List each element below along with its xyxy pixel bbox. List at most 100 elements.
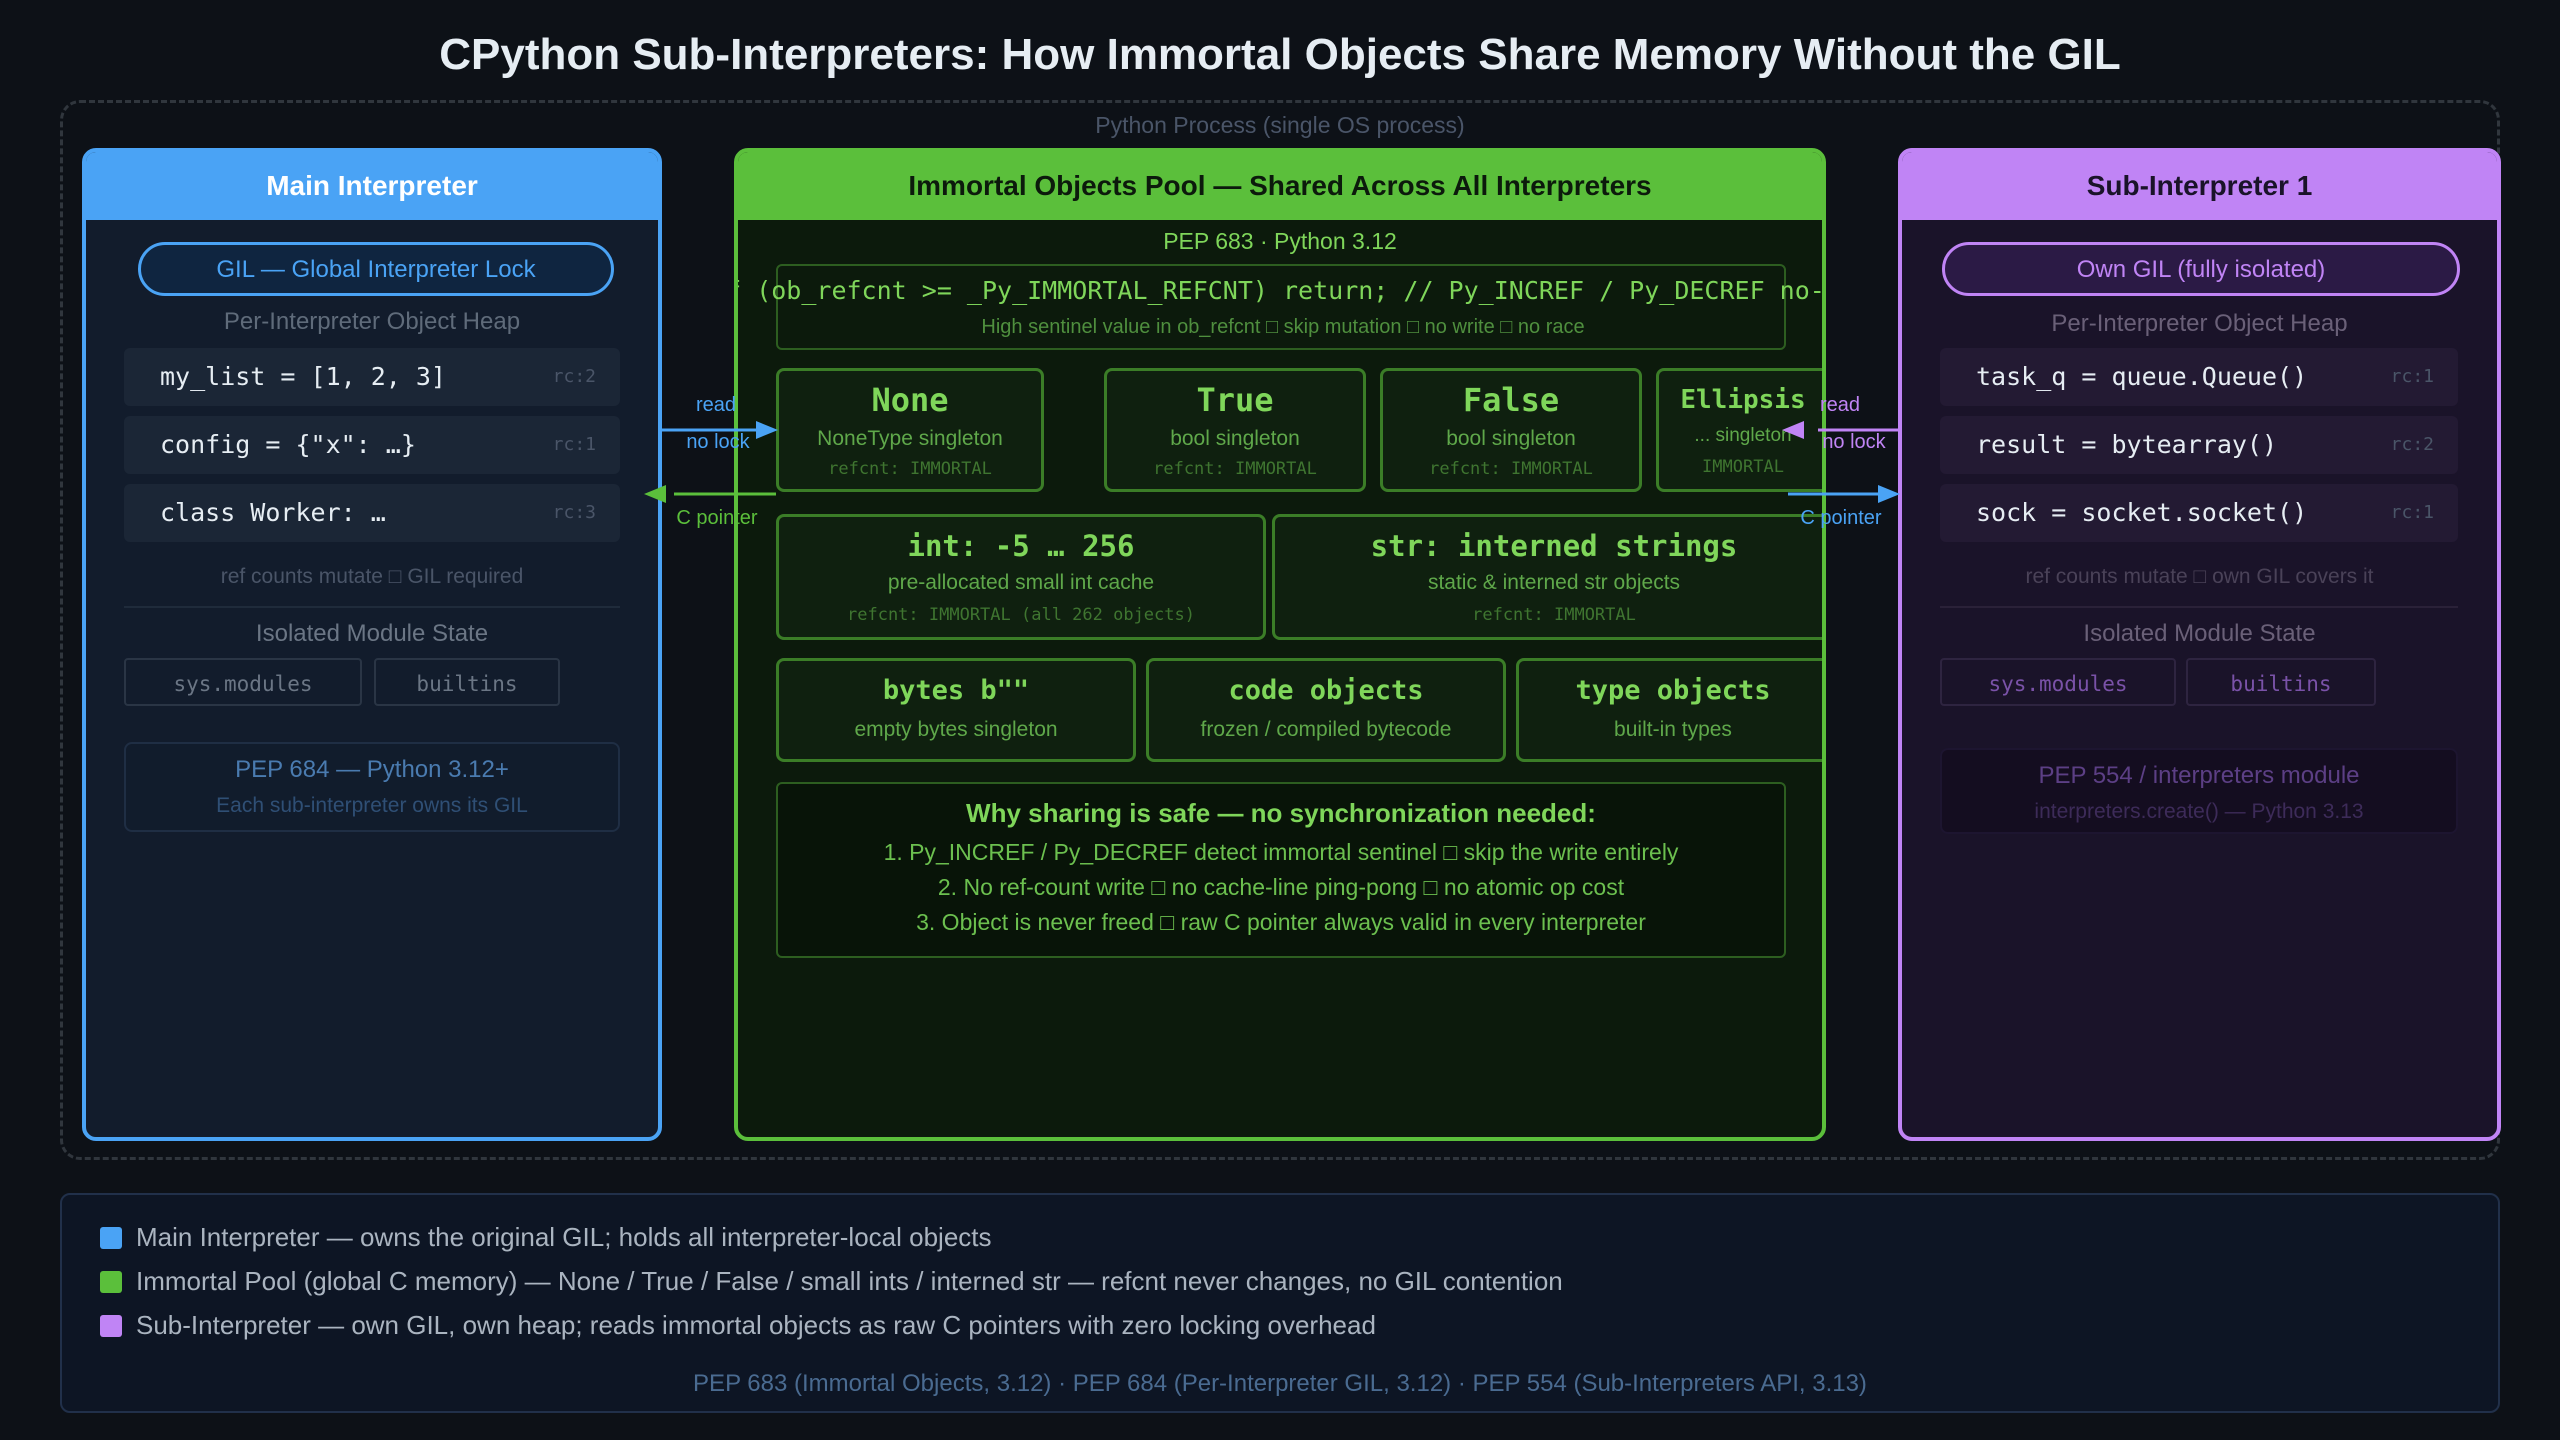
legend-text: Immortal Pool (global C memory) — None /…	[136, 1266, 1563, 1296]
right-pointer-arrowhead	[1878, 485, 1900, 503]
pool-pep-label: PEP 683 · Python 3.12	[1163, 228, 1397, 254]
main-pep-box: PEP 684 — Python 3.12+ Each sub-interpre…	[124, 742, 620, 832]
refcount-badge: rc:2	[2390, 434, 2434, 455]
right-read-arrowhead	[1782, 421, 1804, 439]
main-refcount-note: ref counts mutate □ GIL required	[220, 565, 524, 588]
sub-interpreter-panel: Sub-Interpreter 1 Own GIL (fully isolate…	[1898, 148, 2501, 1141]
sub-heap-label: Per-Interpreter Object Heap	[2051, 310, 2348, 337]
legend-swatch	[100, 1271, 122, 1293]
object-desc: ... singleton	[1694, 425, 1792, 446]
legend-swatch	[100, 1227, 122, 1249]
object-refcnt: IMMORTAL	[1702, 457, 1784, 477]
object-desc: bool singleton	[1446, 427, 1576, 450]
object-refcnt: refcnt: IMMORTAL	[1153, 459, 1317, 479]
main-module-builtins: builtins	[374, 658, 560, 706]
object-desc: NoneType singleton	[817, 427, 1003, 450]
right-read-label: read	[1819, 394, 1861, 416]
object-code: my_list = [1, 2, 3]	[160, 362, 446, 391]
why-safe-title: Why sharing is safe — no synchronization…	[966, 798, 1596, 828]
footer-references: PEP 683 (Immortal Objects, 3.12) · PEP 6…	[693, 1370, 1867, 1397]
sub-heap-object: result = bytearray() rc:2	[1940, 416, 2458, 474]
immortal-object-card: type objects built-in types	[1516, 658, 1822, 762]
refcount-badge: rc:2	[552, 366, 596, 387]
left-pointer-arrowhead	[644, 485, 666, 503]
main-module-state-label: Isolated Module State	[255, 620, 489, 647]
legend-item-sub: Sub-Interpreter — own GIL, own heap; rea…	[100, 1310, 1376, 1341]
sub-gil-pill: Own GIL (fully isolated)	[1942, 242, 2460, 296]
object-code: result = bytearray()	[1976, 430, 2278, 459]
why-safe-item: 3. Object is never freed □ raw C pointer…	[916, 909, 1646, 935]
sentinel-check-box: if (ob_refcnt >= _Py_IMMORTAL_REFCNT) re…	[738, 264, 1822, 350]
left-read-arrowhead	[756, 421, 778, 439]
immortal-pool-header: Immortal Objects Pool — Shared Across Al…	[738, 152, 1822, 220]
why-safe-item: 1. Py_INCREF / Py_DECREF detect immortal…	[883, 839, 1679, 865]
object-code: sock = socket.socket()	[1976, 498, 2308, 527]
sub-pep-desc: interpreters.create() — Python 3.13	[2034, 800, 2364, 823]
object-title: True	[1196, 381, 1274, 419]
object-desc: static & interned str objects	[1427, 571, 1681, 594]
sub-heap-object: task_q = queue.Queue() rc:1	[1940, 348, 2458, 406]
right-pointer-label: C pointer	[1800, 507, 1882, 529]
object-title: int: -5 … 256	[907, 529, 1135, 563]
main-heap-object: config = {"x": …} rc:1	[124, 416, 620, 474]
object-desc: empty bytes singleton	[854, 718, 1058, 741]
object-desc: frozen / compiled bytecode	[1200, 718, 1452, 741]
object-title: Ellipsis	[1680, 385, 1806, 415]
sentinel-code: if (ob_refcnt >= _Py_IMMORTAL_REFCNT) re…	[734, 276, 1826, 305]
object-code: class Worker: …	[160, 498, 386, 527]
object-title: None	[871, 381, 949, 419]
legend-item-pool: Immortal Pool (global C memory) — None /…	[100, 1266, 1563, 1297]
immortal-object-card: None NoneType singleton refcnt: IMMORTAL	[776, 368, 1044, 492]
legend-text: Sub-Interpreter — own GIL, own heap; rea…	[136, 1310, 1376, 1340]
immortal-object-card: True bool singleton refcnt: IMMORTAL	[1104, 368, 1366, 492]
main-module-sys-modules: sys.modules	[124, 658, 362, 706]
main-gil-pill: GIL — Global Interpreter Lock	[138, 242, 614, 296]
immortal-object-card: bytes b"" empty bytes singleton	[776, 658, 1136, 762]
object-desc: pre-allocated small int cache	[887, 571, 1155, 594]
main-heap-object: my_list = [1, 2, 3] rc:2	[124, 348, 620, 406]
why-safe-box: Why sharing is safe — no synchronization…	[776, 782, 1786, 958]
sub-pep-box: PEP 554 / interpreters module interprete…	[1940, 748, 2458, 834]
sub-interpreter-header: Sub-Interpreter 1	[1902, 152, 2497, 220]
object-refcnt: refcnt: IMMORTAL	[1429, 459, 1593, 479]
refcount-badge: rc:1	[2390, 502, 2434, 523]
object-code: config = {"x": …}	[160, 430, 416, 459]
main-pep-desc: Each sub-interpreter owns its GIL	[216, 794, 528, 817]
right-nolock-label: no lock	[1822, 431, 1886, 453]
object-title: code objects	[1228, 675, 1424, 706]
refcount-badge: rc:1	[552, 434, 596, 455]
process-label: Python Process (single OS process)	[1095, 112, 1465, 138]
sub-module-builtins: builtins	[2186, 658, 2376, 706]
object-title: False	[1462, 381, 1560, 419]
sub-refcount-note: ref counts mutate □ own GIL covers it	[2025, 565, 2374, 588]
object-refcnt: refcnt: IMMORTAL	[828, 459, 992, 479]
object-desc: built-in types	[1614, 718, 1732, 741]
object-title: bytes b""	[882, 675, 1030, 706]
divider	[124, 606, 620, 608]
sentinel-desc: High sentinel value in ob_refcnt □ skip …	[981, 316, 1585, 338]
immortal-object-card: code objects frozen / compiled bytecode	[1146, 658, 1506, 762]
main-heap-label: Per-Interpreter Object Heap	[223, 308, 521, 335]
legend-panel	[60, 1193, 2500, 1413]
diagram-title: CPython Sub-Interpreters: How Immortal O…	[439, 30, 2121, 79]
object-desc: bool singleton	[1170, 427, 1300, 450]
sub-heap-object: sock = socket.socket() rc:1	[1940, 484, 2458, 542]
main-interpreter-panel: Main Interpreter GIL — Global Interprete…	[82, 148, 662, 1141]
refcount-badge: rc:3	[552, 502, 596, 523]
main-heap-object: class Worker: … rc:3	[124, 484, 620, 542]
legend-item-main: Main Interpreter — owns the original GIL…	[100, 1222, 992, 1253]
object-code: task_q = queue.Queue()	[1976, 362, 2308, 391]
left-pointer-label: C pointer	[676, 507, 758, 529]
immortal-object-card: False bool singleton refcnt: IMMORTAL	[1380, 368, 1642, 492]
immortal-pool-panel: Immortal Objects Pool — Shared Across Al…	[734, 148, 1826, 1141]
why-safe-item: 2. No ref-count write □ no cache-line pi…	[937, 874, 1625, 900]
divider	[1940, 606, 2458, 608]
sub-module-state-label: Isolated Module State	[2083, 620, 2316, 647]
refcount-badge: rc:1	[2390, 366, 2434, 387]
main-interpreter-header: Main Interpreter	[86, 152, 658, 220]
sub-pep-title: PEP 554 / interpreters module	[2038, 762, 2360, 789]
legend-text: Main Interpreter — owns the original GIL…	[136, 1222, 992, 1252]
immortal-object-card: Ellipsis ... singleton IMMORTAL	[1656, 368, 1822, 492]
immortal-object-card: int: -5 … 256 pre-allocated small int ca…	[776, 514, 1266, 640]
